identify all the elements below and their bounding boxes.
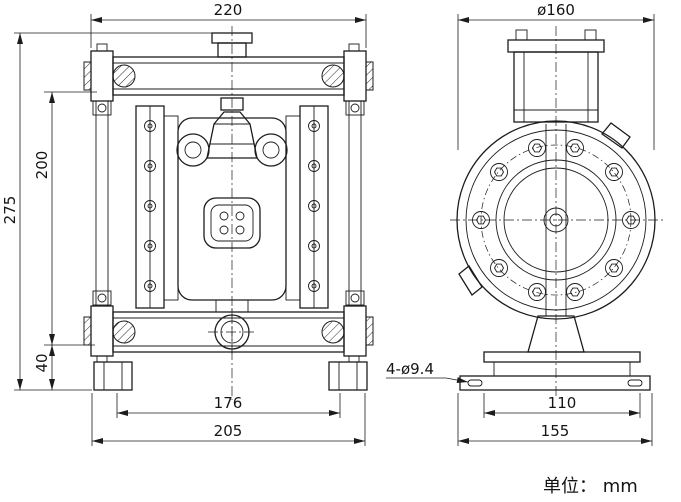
muffler: [203, 197, 261, 249]
dim-label-4-d9.4: 4-ø9.4: [386, 360, 434, 378]
dim-label-110: 110: [548, 394, 577, 412]
dim-label-205: 205: [214, 422, 243, 440]
side-view: [450, 26, 664, 398]
housing-bolt: [528, 283, 546, 301]
dim-overall-height: 275: [1, 32, 212, 391]
housing-bolt: [605, 163, 623, 181]
top-manifold: [83, 43, 374, 102]
air-valve: [206, 97, 258, 159]
dim-label-40: 40: [33, 353, 51, 372]
dim-top-width: 220: [90, 1, 367, 48]
feet: [93, 361, 368, 391]
unit-label: 单位： mm: [543, 476, 638, 497]
dim-foot-hole-spacing: 176: [116, 393, 341, 418]
tie-rods: [92, 100, 365, 306]
housing-bolt: [528, 139, 546, 157]
housing: [456, 120, 656, 320]
inlet-port: [208, 308, 256, 356]
dim-housing-diameter: ø160: [457, 1, 655, 150]
dim-label-155: 155: [541, 422, 570, 440]
dim-foot-height: 40: [33, 345, 55, 390]
base: [459, 315, 651, 391]
dim-label-220: 220: [214, 1, 243, 19]
housing-bolt: [566, 283, 584, 301]
base-slot-hole: [467, 379, 483, 387]
dim-label-d160: ø160: [537, 1, 575, 19]
dimensions: 220 ø160 275 200 40 176: [1, 1, 655, 446]
dim-body-height: 200: [33, 91, 97, 346]
dim-label-176: 176: [214, 394, 243, 412]
housing-bolt: [605, 259, 623, 277]
dim-side-base-width: 155: [457, 393, 653, 446]
dim-label-200: 200: [33, 151, 51, 180]
base-slot-hole: [627, 379, 643, 387]
dim-base-width: 205: [91, 393, 366, 446]
housing-bolt: [566, 139, 584, 157]
dim-label-275: 275: [1, 196, 19, 225]
housing-bolt: [490, 259, 508, 277]
ear-tab: [601, 122, 631, 149]
dim-side-hole-spacing: 110: [483, 393, 641, 418]
housing-bolt: [490, 163, 508, 181]
label-mounting-holes: 4-ø9.4: [386, 360, 469, 383]
front-view: [83, 26, 374, 400]
top-flange: [507, 29, 605, 123]
bottom-manifold: [83, 305, 374, 363]
ear-tab: [458, 265, 483, 296]
